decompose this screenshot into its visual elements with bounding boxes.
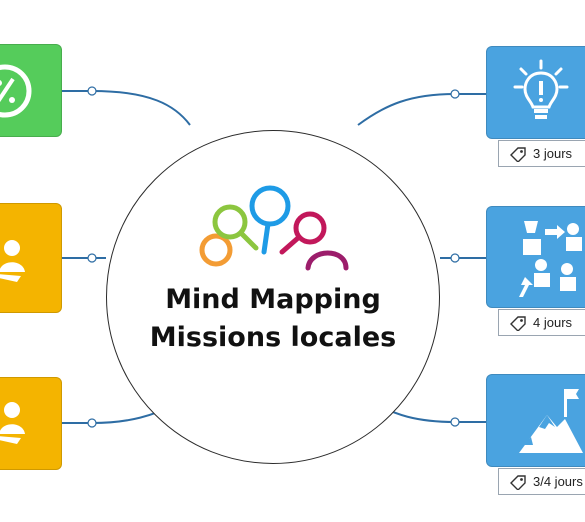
price-tag-icon [510,316,526,331]
central-topic[interactable] [106,130,440,464]
person-icon [0,240,25,282]
branch-node-left-1[interactable] [0,44,62,137]
branch-node-right-1[interactable] [486,46,585,139]
connector-dot [87,86,97,96]
connector-right-1 [357,93,487,126]
branch-node-left-3[interactable] [0,377,62,470]
connector-dot [450,89,460,99]
central-title-line-1: Mind Mapping [165,284,381,315]
lightbulb-icon [513,59,569,119]
duration-tag-right-1: 3 jours [498,140,585,167]
duration-label: 3/4 jours [533,474,583,489]
connector-dot [450,417,460,427]
branch-node-right-3[interactable] [486,374,585,467]
duration-tag-right-2: 4 jours [498,309,585,336]
connector-left-1 [60,90,191,126]
central-title-line-2: Missions locales [149,322,397,353]
team-collaboration-icon [519,221,582,297]
price-tag-icon [510,147,526,162]
person-icon [0,402,25,444]
price-tag-icon [510,475,526,490]
duration-label: 4 jours [533,315,573,330]
missions-locales-logo [199,185,349,271]
connector-dot [87,253,97,263]
duration-label: 3 jours [533,146,573,161]
branch-node-right-2[interactable] [486,206,585,308]
percent-icon [0,64,32,118]
connector-dot [450,253,460,263]
mountain-flag-icon [519,389,583,453]
connector-dot [87,418,97,428]
branch-node-left-2[interactable] [0,203,62,313]
duration-tag-right-3: 3/4 jours [498,468,585,495]
